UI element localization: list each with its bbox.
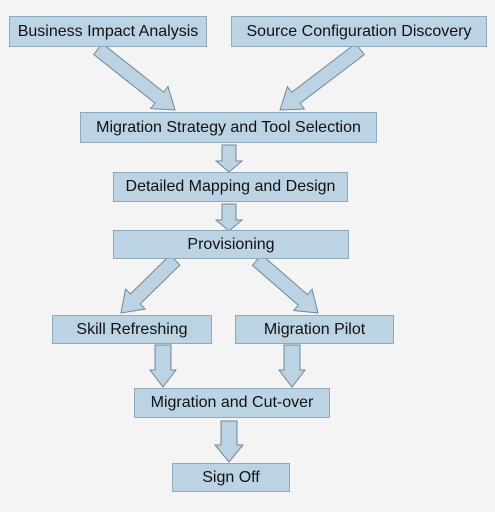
arrow-cutover-to-signoff — [213, 420, 245, 463]
node-migration-cutover: Migration and Cut-over — [134, 388, 330, 418]
arrow-skill-to-cutover — [148, 344, 178, 388]
node-skill-refreshing: Skill Refreshing — [52, 315, 212, 344]
arrow-provisioning-to-skill — [120, 254, 181, 314]
node-source-configuration-discovery: Source Configuration Discovery — [231, 16, 487, 47]
node-migration-pilot: Migration Pilot — [235, 315, 394, 344]
arrow-provisioning-to-pilot — [251, 253, 319, 314]
arrow-strategy-to-mapping — [214, 144, 244, 173]
node-business-impact-analysis: Business Impact Analysis — [9, 16, 207, 47]
arrow-mapping-to-provisioning — [214, 203, 244, 232]
node-sign-off: Sign Off — [172, 463, 290, 492]
node-detailed-mapping: Detailed Mapping and Design — [113, 172, 348, 202]
node-migration-strategy: Migration Strategy and Tool Selection — [80, 112, 377, 143]
node-provisioning: Provisioning — [113, 230, 349, 259]
arrow-pilot-to-cutover — [277, 344, 307, 388]
arrow-bia-to-strategy — [93, 42, 176, 111]
arrow-discovery-to-strategy — [279, 42, 365, 111]
